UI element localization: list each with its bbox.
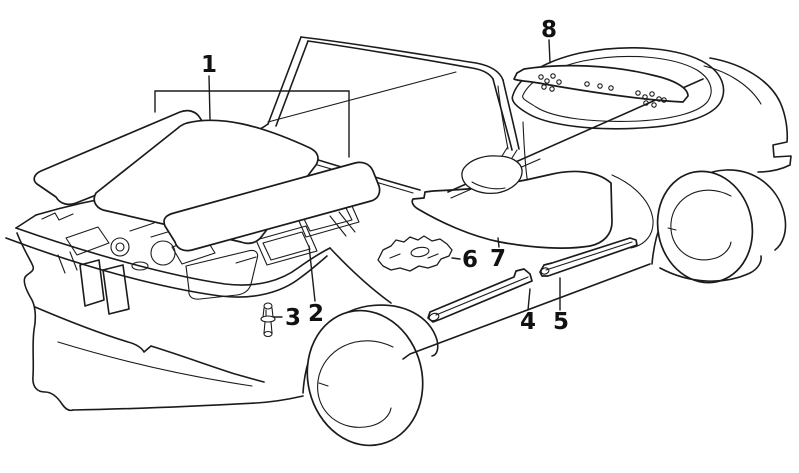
rear-deck	[511, 47, 792, 173]
callout-8-leader	[548, 39, 551, 64]
callout-1: 1	[201, 52, 217, 78]
part-4-sill-strip-front	[427, 268, 533, 323]
callout-7: 7	[490, 246, 506, 272]
shelf-texture	[538, 73, 667, 108]
part-3-clip	[260, 302, 276, 338]
hood-pad-right	[163, 161, 381, 252]
callout-numbers: 1 2 3 4 5 6 7 8	[201, 17, 569, 335]
callout-6: 6	[462, 247, 478, 273]
callout-1-bracket	[154, 90, 350, 158]
rear-wheel	[651, 169, 787, 284]
part-1-hood-pads	[33, 109, 381, 252]
part-7-floor-insulation-mat	[411, 170, 613, 249]
front-wheel	[302, 304, 439, 447]
callout-7-leader	[497, 237, 500, 248]
rocker-line	[402, 263, 651, 360]
callout-3: 3	[285, 305, 301, 331]
front-fascia	[16, 232, 304, 412]
kidney-grille-left	[79, 259, 105, 307]
callout-lines	[154, 39, 561, 318]
callout-2-leader	[308, 245, 316, 302]
callout-4: 4	[520, 309, 536, 335]
windshield-frame	[232, 36, 520, 151]
kidney-grille-right	[102, 264, 130, 315]
callout-6-leader	[451, 257, 461, 260]
side-mirror	[461, 147, 523, 195]
callout-2: 2	[308, 301, 324, 327]
far-beltline-through-glass	[267, 71, 457, 123]
part-6-bracket	[377, 235, 453, 272]
callout-8: 8	[541, 17, 557, 43]
callout-5: 5	[553, 309, 569, 335]
callout-1-leader	[208, 75, 211, 120]
part-5-sill-strip-rear	[539, 237, 638, 277]
callout-4-leader	[527, 288, 531, 311]
part-8-rear-shelf-panel	[513, 64, 689, 108]
